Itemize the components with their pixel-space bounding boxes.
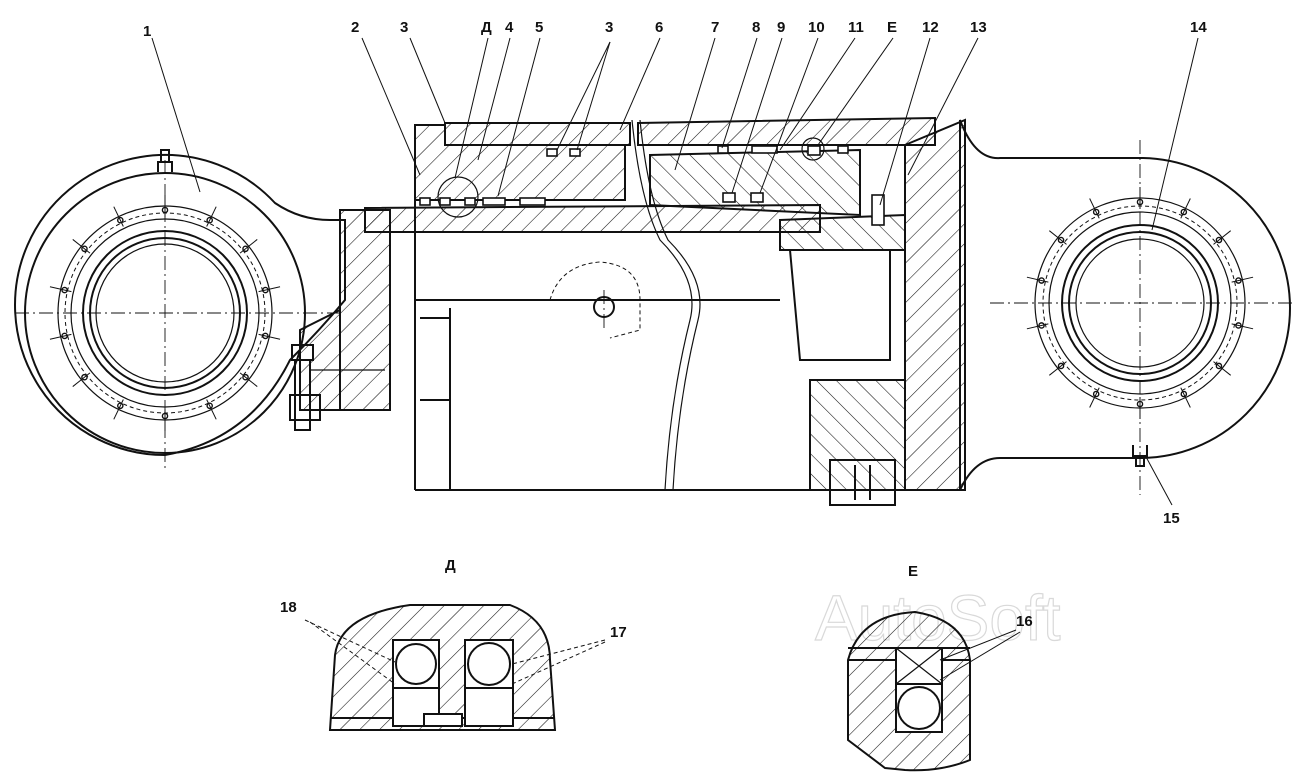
callout-16: 16 bbox=[1016, 613, 1033, 630]
callout-13: 13 bbox=[970, 19, 987, 36]
retainer-tick bbox=[1180, 387, 1191, 408]
retainer-tick bbox=[49, 333, 72, 340]
callout-3-left: 3 bbox=[400, 19, 408, 36]
callout-14: 14 bbox=[1190, 19, 1207, 36]
retainer-tick bbox=[258, 333, 281, 340]
detail-E-title: Е bbox=[908, 563, 918, 580]
retainer-tick bbox=[1048, 361, 1067, 376]
callout-15: 15 bbox=[1163, 510, 1180, 527]
body-seals bbox=[419, 145, 885, 226]
retainer-tick bbox=[49, 286, 72, 293]
callout-10: 10 bbox=[808, 19, 825, 36]
retainer-tick bbox=[1231, 323, 1254, 330]
right-eye bbox=[959, 119, 1295, 495]
retainer-tick bbox=[72, 239, 91, 254]
callout-12: 12 bbox=[922, 19, 939, 36]
cylinder-body bbox=[289, 116, 966, 506]
detail-circle-D bbox=[437, 176, 479, 218]
callout-2: 2 bbox=[351, 19, 359, 36]
callout-18: 18 bbox=[280, 599, 297, 616]
retainer-tick bbox=[1213, 230, 1232, 245]
callout-D: Д bbox=[481, 19, 492, 36]
retainer-tick bbox=[1213, 361, 1232, 376]
retainer-tick bbox=[72, 372, 91, 387]
callout-3-right: 3 bbox=[605, 19, 613, 36]
left-eye-retainer-dots bbox=[49, 195, 281, 431]
retainer-tick bbox=[1089, 387, 1100, 408]
retainer-tick bbox=[206, 206, 217, 227]
detail-D bbox=[328, 604, 557, 731]
callout-1: 1 bbox=[143, 23, 151, 40]
retainer-tick bbox=[239, 372, 258, 387]
callout-6: 6 bbox=[655, 19, 663, 36]
retainer-tick bbox=[239, 239, 258, 254]
callout-11: 11 bbox=[848, 19, 864, 36]
retainer-tick bbox=[1231, 276, 1254, 283]
retainer-tick bbox=[1026, 276, 1049, 283]
detail-circle-E bbox=[801, 137, 825, 161]
retainer-tick bbox=[113, 399, 124, 420]
right-eye-retainer-dots bbox=[1026, 187, 1254, 419]
callout-E: Е bbox=[887, 19, 897, 36]
retainer-tick bbox=[113, 206, 124, 227]
detail-D-title: Д bbox=[445, 557, 456, 574]
retainer-tick bbox=[1026, 323, 1049, 330]
callout-4: 4 bbox=[505, 19, 514, 36]
retainer-tick bbox=[258, 286, 281, 293]
retainer-tick bbox=[1048, 230, 1067, 245]
retainer-tick bbox=[1089, 198, 1100, 219]
leader-lines bbox=[151, 37, 1199, 685]
detail-E bbox=[847, 610, 971, 772]
callout-5: 5 bbox=[535, 19, 543, 36]
callout-labels: 1 2 3 Д 4 5 3 6 7 8 9 10 11 Е 12 13 14 1… bbox=[143, 19, 1207, 641]
retainer-tick bbox=[1180, 198, 1191, 219]
retainer-tick bbox=[206, 399, 217, 420]
callout-9: 9 bbox=[777, 19, 785, 36]
callout-8: 8 bbox=[752, 19, 760, 36]
callout-17: 17 bbox=[610, 624, 627, 641]
callout-7: 7 bbox=[711, 19, 719, 36]
